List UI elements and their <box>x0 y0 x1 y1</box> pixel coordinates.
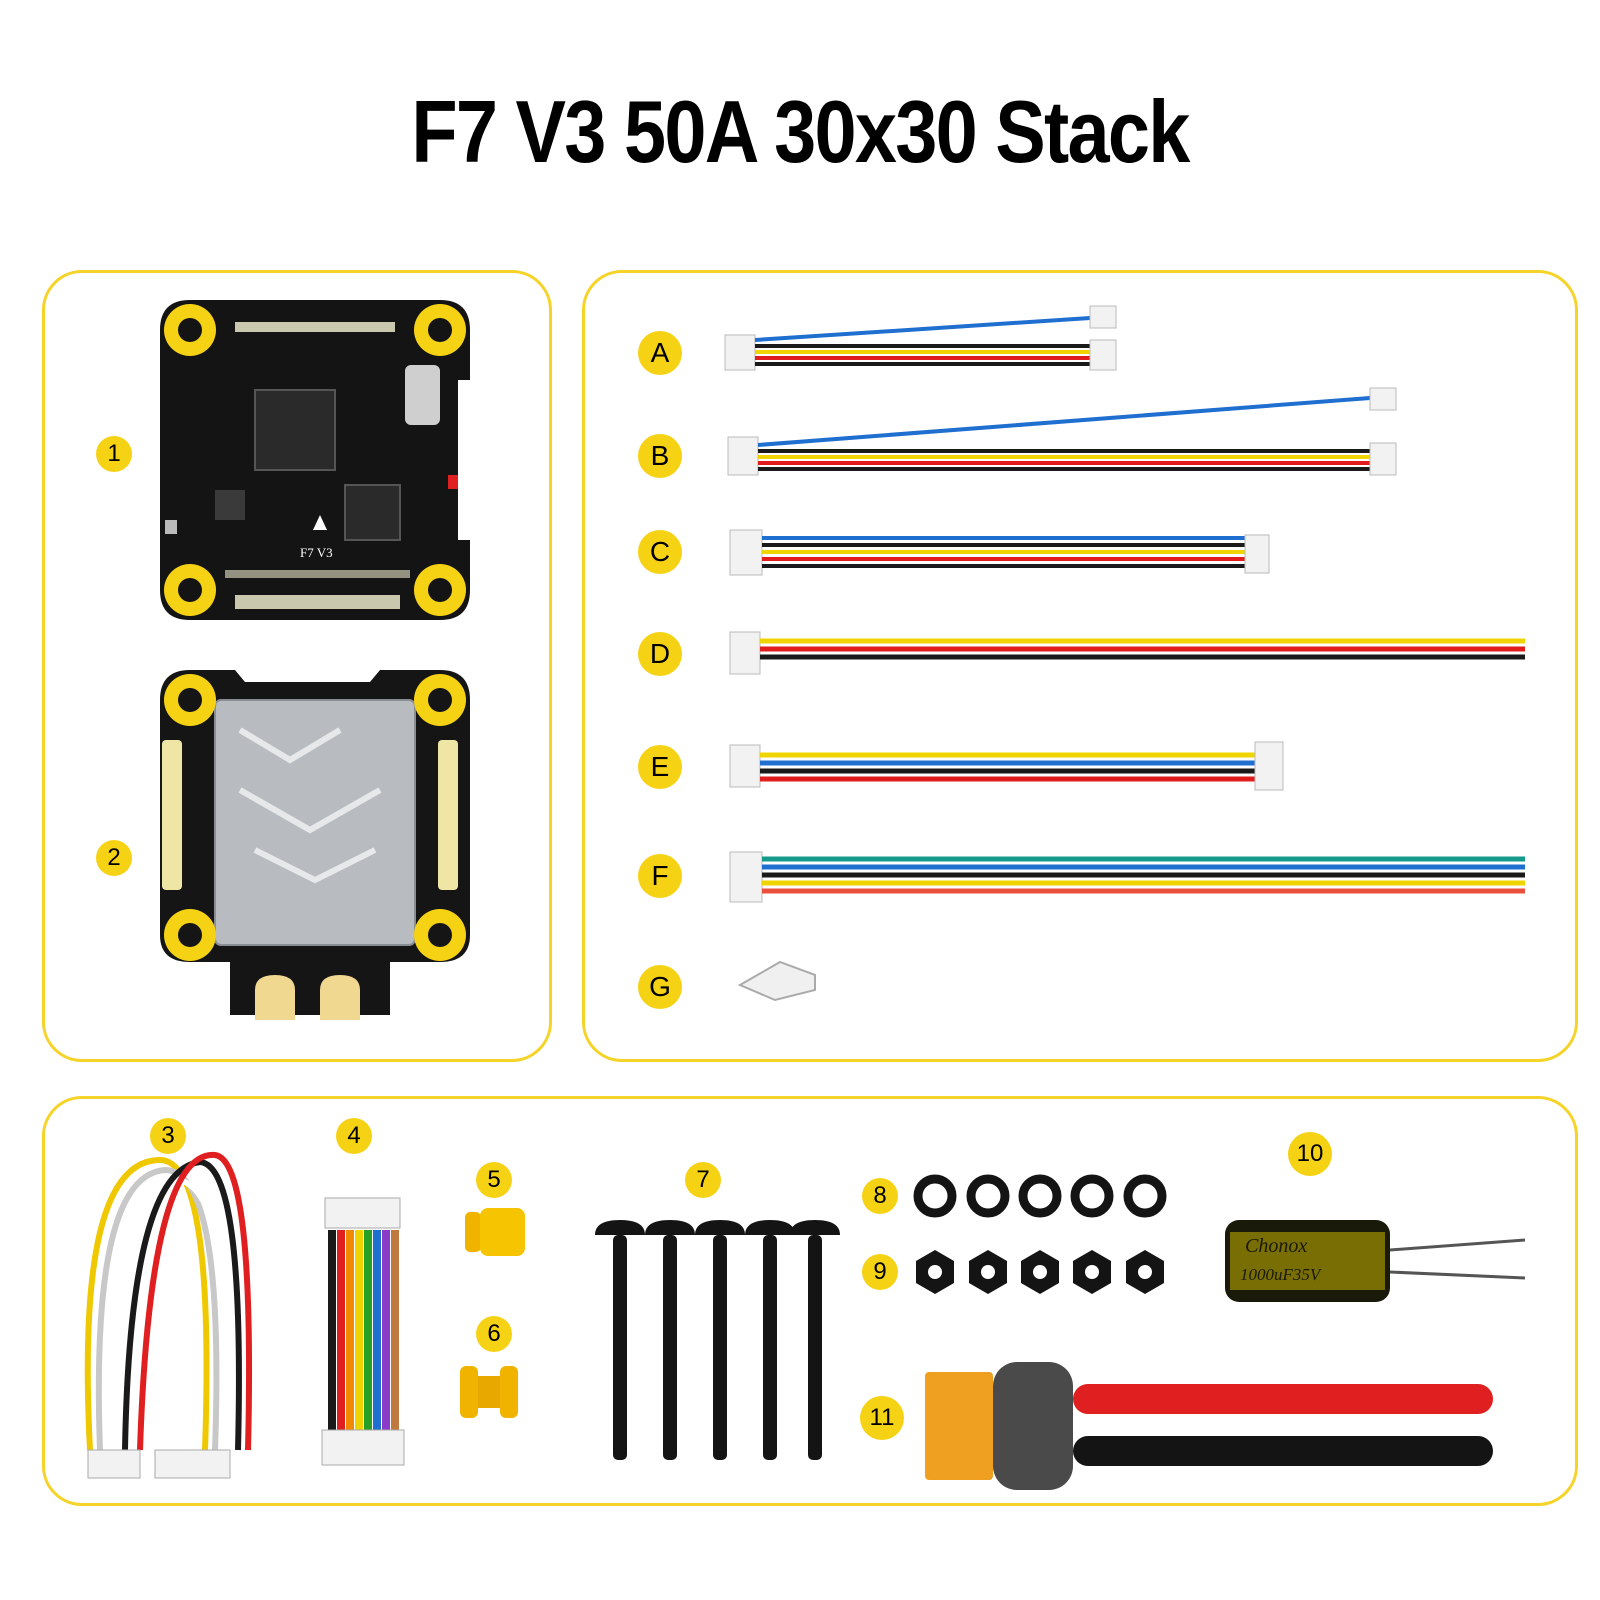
harness-3-plug-right <box>154 1449 231 1479</box>
flight-controller-board <box>160 300 470 620</box>
screws-7-art <box>595 1220 840 1460</box>
badge-9: 9 <box>862 1254 898 1290</box>
rings-8-art <box>913 1174 1167 1218</box>
harness-3-plug-left <box>87 1449 141 1479</box>
cable-f-art <box>729 851 1525 903</box>
badge-c: C <box>638 530 682 574</box>
badge-1: 1 <box>96 436 132 472</box>
capacitor-brand-label: Chonox <box>1245 1235 1307 1257</box>
badge-7: 7 <box>685 1162 721 1198</box>
nuts-9-art <box>916 1250 1164 1294</box>
badge-11: 11 <box>860 1396 904 1440</box>
badge-a: A <box>638 331 682 375</box>
badge-5: 5 <box>476 1162 512 1198</box>
grommet-5-art <box>465 1208 525 1256</box>
badge-3: 3 <box>150 1118 186 1154</box>
fc-model-label: F7 V3 <box>300 545 333 560</box>
badge-2: 2 <box>96 840 132 876</box>
cable-e-art <box>729 741 1284 791</box>
harness-3-art <box>84 1151 253 1451</box>
badge-10: 10 <box>1288 1132 1332 1176</box>
badge-e: E <box>638 745 682 789</box>
cable-a-art <box>724 305 1117 371</box>
badge-6: 6 <box>476 1316 512 1352</box>
capacitor-rating-label: 1000uF35V <box>1240 1265 1323 1284</box>
badge-4: 4 <box>336 1118 372 1154</box>
badge-b: B <box>638 434 682 478</box>
cable-d-art <box>729 631 1525 675</box>
capacitor-10-art <box>1225 1220 1526 1302</box>
connector-g-art <box>737 960 816 1002</box>
badge-g: G <box>638 965 682 1009</box>
cable-b-art <box>727 387 1397 476</box>
harness-4-art <box>321 1197 405 1466</box>
badge-8: 8 <box>862 1178 898 1214</box>
cable-c-art <box>729 529 1270 576</box>
esc-board <box>160 670 470 1020</box>
page-title: F7 V3 50A 30x30 Stack <box>411 82 1190 181</box>
grommet-6-art <box>460 1366 518 1418</box>
badge-f: F <box>638 854 682 898</box>
badge-d: D <box>638 632 682 676</box>
power-lead-11-art <box>925 1362 1493 1490</box>
